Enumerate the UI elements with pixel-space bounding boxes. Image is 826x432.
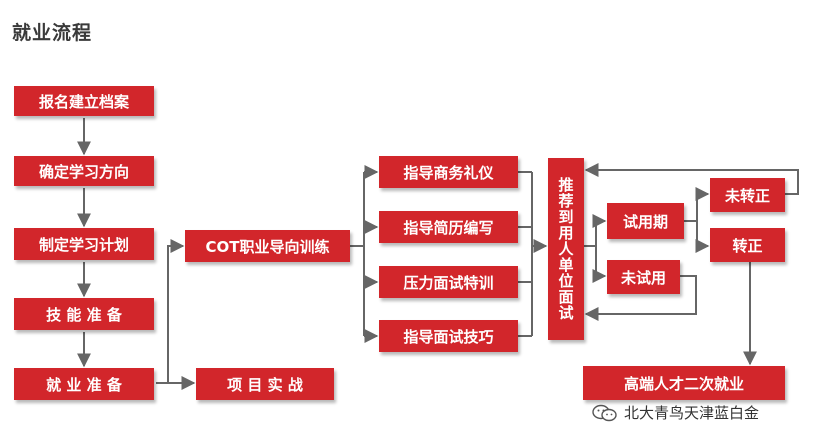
node-no-probation: 未试用: [607, 260, 680, 294]
arrow-employment-cot: [167, 239, 185, 383]
node-pressure: 压力面试特训: [379, 266, 518, 298]
node-project: 项 目 实 战: [196, 368, 334, 400]
wechat-icon: [592, 404, 618, 422]
node-resume: 指导简历编写: [379, 211, 518, 243]
arrow-no-probation-return: [584, 275, 697, 321]
node-secondary: 高端人才二次就业: [583, 366, 785, 400]
node-signup: 报名建立档案: [14, 86, 154, 116]
page-title: 就业流程: [12, 22, 93, 44]
node-recommend: 推荐到用人单位面试: [548, 158, 584, 340]
watermark: 北大青鸟天津蓝白金: [592, 402, 759, 423]
node-skills: 技 能 准 备: [14, 298, 154, 330]
node-interview-tips: 指导面试技巧: [379, 320, 518, 352]
node-probation: 试用期: [607, 203, 684, 239]
node-business: 指导商务礼仪: [379, 156, 518, 188]
node-regular: 转正: [710, 228, 785, 262]
node-employment: 就 业 准 备: [14, 368, 154, 400]
arrow-not-regular-return: [584, 163, 799, 195]
node-plan: 制定学习计划: [14, 228, 154, 260]
node-direction: 确定学习方向: [14, 156, 154, 186]
watermark-text: 北大青鸟天津蓝白金: [624, 404, 760, 422]
node-not-regular: 未转正: [710, 178, 785, 212]
node-cot: COT职业导向训练: [185, 230, 350, 262]
